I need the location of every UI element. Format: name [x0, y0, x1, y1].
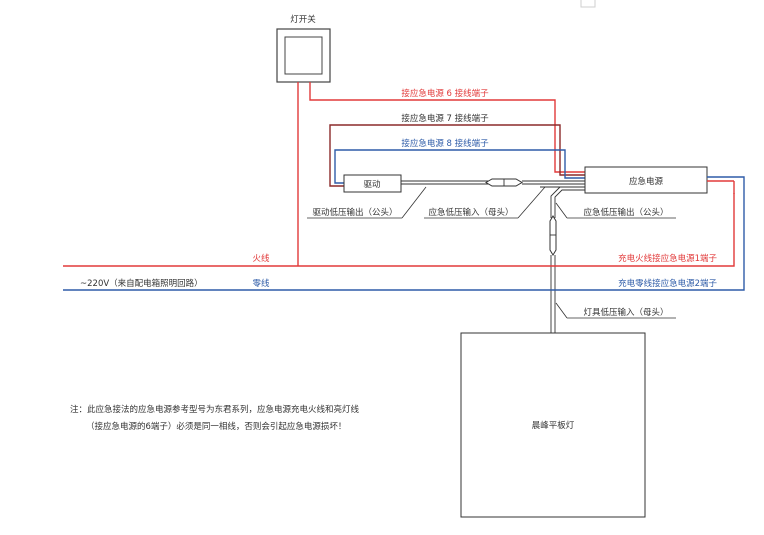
charge-neutral-label: 充电零线接应急电源2端子: [618, 278, 717, 289]
driver-low-out-label: 驱动低压输出（公头）: [312, 207, 397, 218]
leader-emg-out: [555, 202, 568, 219]
leader-lamp-in: [555, 302, 568, 319]
lamp-low-in-label: 灯具低压输入（母头）: [583, 307, 668, 318]
neutral-label: 零线: [252, 278, 270, 289]
wire-terminal-8: [334, 149, 585, 184]
emergency-power-box: [584, 166, 708, 194]
neutral-line: [63, 176, 745, 291]
note-line-2: （接应急电源的6端子）必须是同一相线，否则会引起应急电源损坏！: [86, 421, 346, 432]
emg-out-cable-b: [554, 189, 585, 218]
wire7-label: 接应急电源 7 接线端子: [401, 113, 489, 124]
emg-out-cable-a: [550, 186, 585, 218]
emergency-lamp-connector: [549, 215, 557, 256]
driver-box: [343, 174, 402, 193]
emg-low-in-label: 应急低压输入（母头）: [428, 207, 513, 218]
emergency-power-label: 应急电源: [629, 176, 664, 187]
panel-light-box: [460, 332, 646, 518]
leader-driver-out: [401, 186, 427, 219]
note-line-1: 注：此应急接法的应急电源参考型号为东君系列，应急电源充电火线和亮灯线: [70, 404, 360, 415]
live-line: [63, 193, 735, 267]
switch-label: 灯开关: [290, 14, 316, 25]
wire6-label: 接应急电源 6 接线端子: [401, 88, 489, 99]
light-switch-inner: [284, 36, 323, 75]
source-label: ~220V（来自配电箱照明回路）: [80, 278, 203, 289]
wire8-label: 接应急电源 8 接线端子: [401, 138, 489, 149]
charge-live-label: 充电火线接应急电源1端子: [618, 253, 717, 264]
emg-low-out-label: 应急低压输出（公头）: [583, 207, 668, 218]
panel-light-label: 晨峰平板灯: [532, 420, 575, 431]
corner-box: [580, 0, 596, 8]
live-label: 火线: [252, 253, 270, 264]
leader-emg-in: [517, 186, 546, 219]
driver-label: 驱动: [363, 179, 381, 190]
wire-terminal-7: [329, 124, 585, 187]
